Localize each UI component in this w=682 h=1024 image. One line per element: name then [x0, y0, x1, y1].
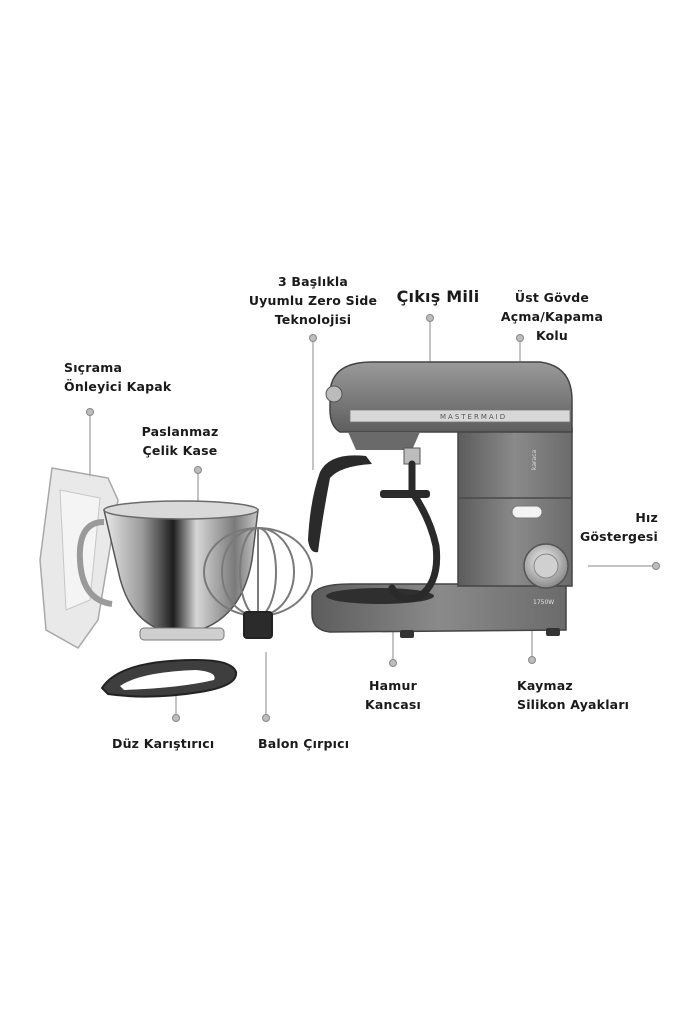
- label-hamur: Hamur Kancası: [365, 678, 421, 712]
- zero-side-shield: [308, 455, 372, 553]
- label-line: Teknolojisi: [274, 312, 352, 327]
- callout-lines: [86, 314, 660, 722]
- power-label: 1750W: [533, 599, 554, 606]
- label-line: 3 Başlıkla: [277, 274, 349, 289]
- label-line: Uyumlu Zero Side: [248, 293, 378, 308]
- label-zero-side: 3 Başlıkla Uyumlu Zero Side Teknolojisi: [236, 272, 390, 329]
- label-hiz: Hız Göstergesi: [579, 510, 658, 544]
- label-balon: Balon Çırpıcı: [258, 736, 350, 751]
- label-ust-govde: Üst Gövde Açma/Kapama Kolu: [500, 290, 604, 343]
- flat-beater: [100, 658, 238, 698]
- mixer-body: [311, 361, 573, 638]
- label-cikis-mili: Çıkış Mili: [396, 287, 480, 306]
- brand-strip: MASTERMAID: [440, 413, 507, 421]
- logo: karaca: [531, 450, 538, 470]
- balloon-whisk: [203, 527, 313, 639]
- label-duz: Düz Karıştırıcı: [112, 736, 215, 751]
- dough-hook: [388, 460, 441, 603]
- label-kaymaz: Kaymaz Silikon Ayakları: [517, 678, 630, 712]
- label-paslanmaz: Paslanmaz Çelik Kase: [141, 424, 219, 458]
- label-sicrama: Sıçrama Önleyici Kapak: [64, 360, 172, 394]
